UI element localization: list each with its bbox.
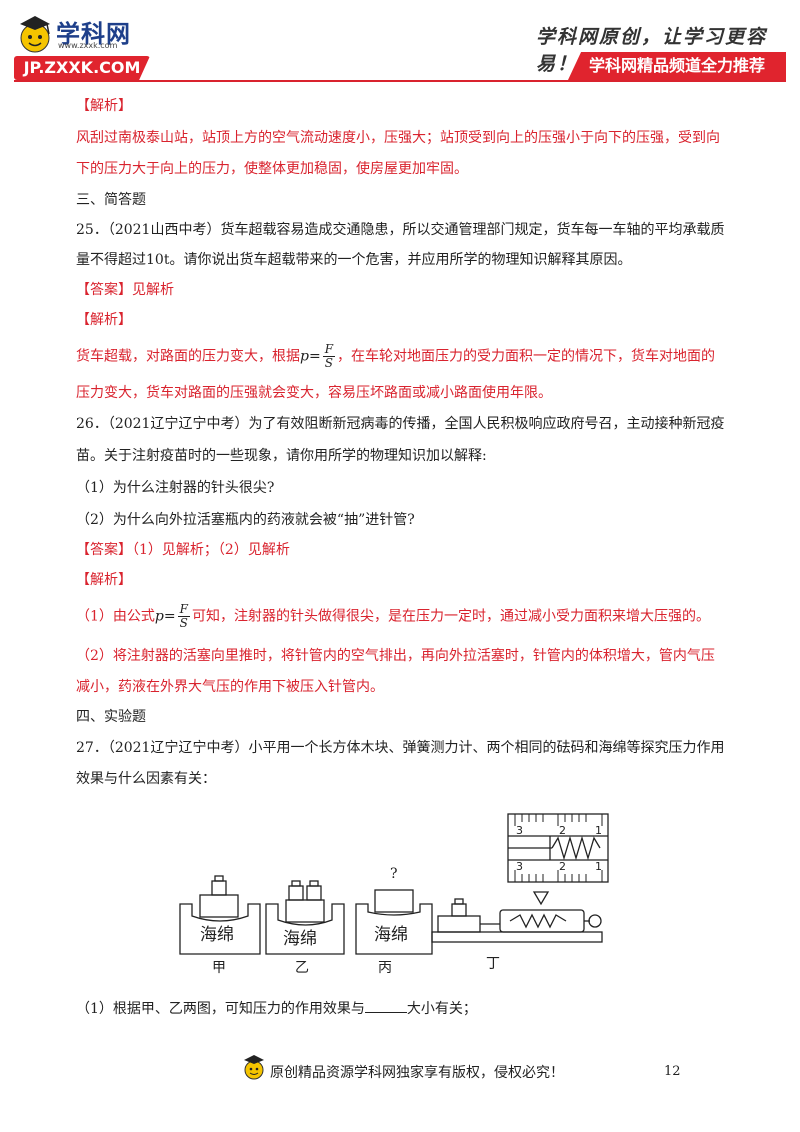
header-divider (14, 80, 786, 82)
sponge-bing (355, 889, 433, 955)
question-text: 27．（2021辽宁辽宁中考）小平用一个长方体木块、弹簧测力计、两个相同的砝码和… (76, 740, 725, 756)
svg-text:3: 3 (516, 824, 523, 837)
experiment-figure: 海绵 海绵 海绵 ? 3 2 1 3 2 1 甲 乙 丙 丁 (179, 813, 609, 976)
sponge-label: 海绵 (374, 925, 408, 945)
sponge-label: 海绵 (283, 929, 317, 949)
sub-question: （2）为什么向外拉活塞瓶内的药液就会被“抽”进针管? (76, 512, 415, 528)
sub-question: （1）根据甲、乙两图，可知压力的作用效果与大小有关； (76, 998, 477, 1019)
sponge-yi (265, 880, 345, 955)
footer-copyright: 原创精品资源学科网独家享有版权，侵权必究！ (270, 1065, 564, 1081)
analysis-text: 风刮过南极泰山站，站顶上方的空气流动速度小，压强大；站顶受到向上的压强小于向下的… (76, 130, 720, 146)
analysis-text: （2）将注射器的活塞向里推时，将针管内的空气排出，再向外拉活塞时，针管内的体积增… (76, 648, 715, 664)
logo-text: 学科网 (56, 20, 131, 48)
analysis-label: 【解析】 (76, 98, 132, 114)
svg-text:1: 1 (595, 860, 602, 873)
svg-text:1: 1 (595, 824, 602, 837)
caption-bing: 丙 (378, 960, 392, 976)
analysis-label: 【解析】 (76, 572, 132, 588)
analysis-text: 压力变大，货车对路面的压强就会变大，容易压坏路面或减小路面使用年限。 (76, 385, 552, 401)
analysis-label: 【解析】 (76, 312, 132, 328)
question-text: 量不得超过10t。请你说出货车超载带来的一个危害，并应用所学的物理知识解释其原因… (76, 252, 632, 268)
fill-blank[interactable] (364, 998, 407, 1013)
question-text: 25．（2021山西中考）货车超载容易造成交通隐患，所以交通管理部门规定，货车每… (76, 222, 725, 238)
footer-mascot-icon (244, 1055, 264, 1080)
site-badge[interactable]: JP.ZXXK.COM (14, 56, 150, 80)
svg-text:2: 2 (559, 860, 566, 873)
caption-ding: 丁 (486, 956, 500, 972)
slogan: 学科网原创，让学习更容易！ (536, 26, 768, 75)
answer-text: 【答案】见解析 (76, 282, 174, 298)
sponge-label: 海绵 (200, 925, 234, 945)
mascot-icon (20, 16, 50, 53)
question-text: 26．（2021辽宁辽宁中考）为了有效阻断新冠病毒的传播，全国人民积极响应政府号… (76, 416, 725, 432)
setup-ding (431, 813, 609, 943)
caption-yi: 乙 (295, 960, 309, 976)
sponge-jia (179, 875, 261, 955)
svg-text:3: 3 (516, 860, 523, 873)
formula-p: p (300, 348, 309, 365)
question-text: 效果与什么因素有关： (76, 771, 216, 787)
recommend-banner: 学科网精品频道全力推荐 (568, 52, 786, 80)
section-heading: 四、实验题 (76, 709, 146, 725)
section-heading: 三、简答题 (76, 192, 146, 208)
caption-jia: 甲 (212, 960, 226, 976)
question-text: 苗。关于注射疫苗时的一些现象，请你用所学的物理知识加以解释: (76, 448, 487, 464)
analysis-text: 减小，药液在外界大气压的作用下被压入针管内。 (76, 679, 384, 695)
question-mark: ? (390, 866, 398, 882)
logo-url: www.zxxk.com (58, 41, 118, 50)
sub-question: （1）为什么注射器的针头很尖? (76, 480, 275, 496)
svg-text:2: 2 (559, 824, 566, 837)
answer-text: 【答案】（1）见解析；（2）见解析 (76, 542, 290, 558)
analysis-text: 下的压力大于向上的压力，使整体更加稳固，使房屋更加牢固。 (76, 161, 468, 177)
page-number: 12 (664, 1064, 681, 1079)
